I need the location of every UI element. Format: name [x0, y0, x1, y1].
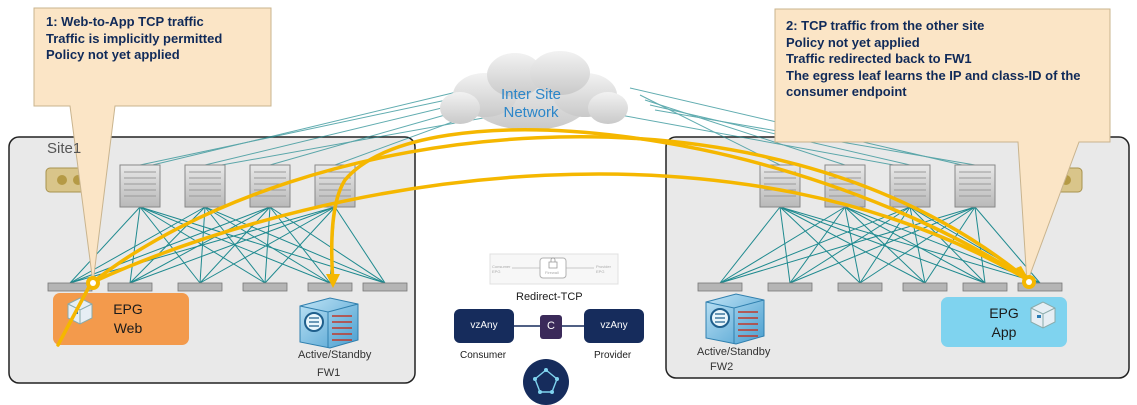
leaf-switch-icon: [307, 282, 353, 292]
callout-right-line: The egress leaf learns the IP and class-…: [786, 67, 1081, 83]
consumer-box-label: vzAny: [470, 320, 498, 331]
firewall-icon: [299, 297, 359, 349]
site2-fabric-links: [719, 206, 1041, 284]
callout-left-line: Policy not yet applied: [46, 47, 180, 62]
fw2-name-label: FW2: [710, 361, 734, 373]
traffic-paths: [56, 128, 1030, 347]
callout-right: [774, 8, 1111, 284]
callout-right-line: consumer endpoint: [786, 84, 907, 99]
leaf-switch-icon: [177, 282, 223, 292]
epg-app-line2: App: [991, 324, 1017, 340]
firewall-icon: [705, 293, 765, 345]
leaf-switch-icon: [362, 282, 408, 292]
provider-box-label: vzAny: [600, 320, 628, 331]
leaf-switch-icon: [767, 282, 813, 292]
graph-firewall-label: Firewall: [545, 270, 559, 275]
service-graph: [489, 253, 619, 285]
spine-switch-icon: [184, 164, 226, 208]
leaf-switch-icon: [837, 282, 883, 292]
callout-left-text: 1: Web-to-App TCP traffic Traffic is imp…: [46, 14, 222, 64]
contract-box: [540, 315, 562, 339]
cloud-label: Inter Site Network: [490, 86, 572, 122]
gear-icon: [1022, 275, 1036, 289]
provider-label: Provider: [594, 350, 632, 361]
redirect-label: Redirect-TCP: [516, 291, 583, 303]
arrowhead: [326, 274, 340, 288]
callout-right-line: 2: TCP traffic from the other site: [786, 18, 985, 33]
site2-spines: [759, 164, 996, 208]
site2-leaves: [697, 282, 1063, 292]
site1-label: Site1: [47, 140, 82, 157]
consumer-vzany-box: [454, 309, 514, 343]
callout-right-line: Traffic redirected back to FW1: [786, 51, 972, 66]
leaf-switch-icon: [962, 282, 1008, 292]
leaf-switch-icon: [902, 282, 948, 292]
provider-vzany-box: [584, 309, 644, 343]
graph-consumer-label: Consumer EPG: [492, 264, 511, 274]
fw2-state-label: Active/Standby: [697, 346, 771, 358]
cloud-label-line1: Inter Site: [500, 86, 562, 103]
orchestrator-icon: [523, 359, 569, 405]
vm-icon: [1030, 301, 1056, 329]
callout-right-text: 2: TCP traffic from the other site Polic…: [786, 18, 1081, 101]
callout-left-line: 1: Web-to-App TCP traffic: [46, 14, 204, 29]
leaf-switch-icon: [1017, 282, 1063, 292]
contract-box-label: C: [547, 320, 555, 332]
leaf-switch-icon: [697, 282, 743, 292]
fw1-state-label: Active/Standby: [298, 349, 372, 361]
spine-switch-icon: [249, 164, 291, 208]
consumer-label: Consumer: [460, 350, 507, 361]
leaf-switch-icon: [47, 282, 93, 292]
epg-web-label: EPG Web: [100, 300, 156, 338]
callout-right-line: Policy not yet applied: [786, 34, 920, 50]
spine-switch-icon: [119, 164, 161, 208]
site1-leaves: [47, 282, 408, 292]
fw1-name-label: FW1: [317, 367, 341, 379]
callout-left-line: Traffic is implicitly permitted: [46, 30, 223, 46]
callout-left: [33, 7, 272, 284]
spine-switch-icon: [954, 164, 996, 208]
gear-icon: [86, 276, 100, 290]
cloud-label-line2: Network: [503, 104, 559, 121]
lock-icon: [548, 257, 558, 269]
graph-provider-label: Provider EPG: [596, 264, 611, 274]
inter-site-network-cloud: [440, 51, 628, 130]
leaf-switch-icon: [242, 282, 288, 292]
epg-web-line1: EPG: [113, 301, 143, 317]
epg-web-line2: Web: [113, 320, 143, 336]
epg-app-label: EPG App: [976, 304, 1032, 342]
leaf-switch-icon: [107, 282, 153, 292]
epg-app-line1: EPG: [989, 305, 1019, 321]
